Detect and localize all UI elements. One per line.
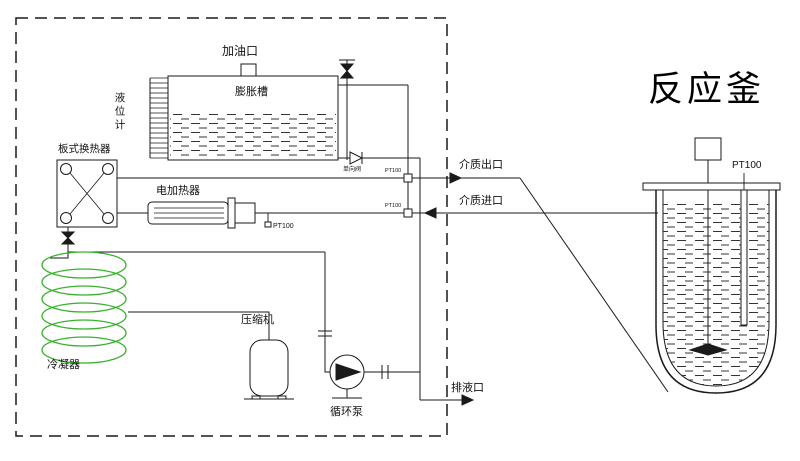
kettle-pt100-label: PT100 (732, 160, 762, 171)
oil-fill-port-label: 加油口 (222, 44, 259, 58)
medium-outlet-label: 介质出口 (459, 159, 503, 171)
inlet-temp-sensor (403, 208, 413, 218)
level-gauge (149, 77, 168, 159)
stirrer-motor (694, 137, 722, 161)
discharge-flange (381, 365, 389, 379)
condenser-coil (41, 251, 127, 364)
electric-heater (147, 197, 272, 229)
plate-heat-exchanger-label: 板式换热器 (58, 143, 111, 155)
expansion-tank (167, 63, 339, 161)
oil-fill-cap (240, 63, 257, 77)
plate-heat-exchanger (56, 159, 118, 228)
drain-arrow (461, 394, 475, 406)
circulation-pump-label: 循环泵 (330, 406, 363, 418)
level-gauge-label: 液位计 (113, 92, 126, 133)
electric-heater-label: 电加热器 (156, 185, 200, 197)
impeller-blade-right (707, 343, 728, 356)
inlet-sensor-label: PT100 (385, 203, 402, 209)
condenser-label: 冷凝器 (47, 359, 80, 371)
suction-flange (318, 330, 332, 337)
reaction-kettle (642, 137, 781, 394)
tank-liquid (170, 112, 336, 158)
compressor-label: 压缩机 (241, 314, 274, 326)
vent-valve (339, 59, 355, 160)
outlet-sensor-label: PT100 (385, 168, 402, 174)
compressor (128, 311, 294, 400)
inlet-arrow (423, 207, 437, 219)
check-valve (349, 151, 364, 165)
outlet-temp-sensor (403, 173, 413, 183)
expansion-tank-label: 膨胀槽 (235, 86, 268, 98)
medium-inlet-line (117, 207, 658, 219)
pump-suction-drop (324, 252, 330, 373)
circulation-pump (329, 354, 420, 399)
drain-line (420, 394, 475, 406)
medium-inlet-label: 介质进口 (459, 195, 503, 207)
outlet-arrow (449, 172, 463, 184)
kettle-outer-wall (655, 190, 777, 394)
system-boundary (15, 17, 448, 437)
medium-outlet-line (117, 172, 669, 393)
kettle-flange (642, 182, 781, 191)
kettle-liquid (663, 202, 769, 386)
drain-port-label: 排液口 (451, 382, 484, 394)
heater-temp-sensor (264, 221, 272, 228)
compressor-discharge-line (128, 311, 270, 340)
kettle-title: 反应釜 (648, 70, 766, 109)
expansion-valve (60, 227, 76, 252)
check-valve-label: 单向阀 (343, 167, 362, 173)
pt100-thermowell (740, 189, 748, 326)
heater-pt100-label: PT100 (273, 223, 294, 230)
valve-to-condenser-line (50, 252, 69, 259)
